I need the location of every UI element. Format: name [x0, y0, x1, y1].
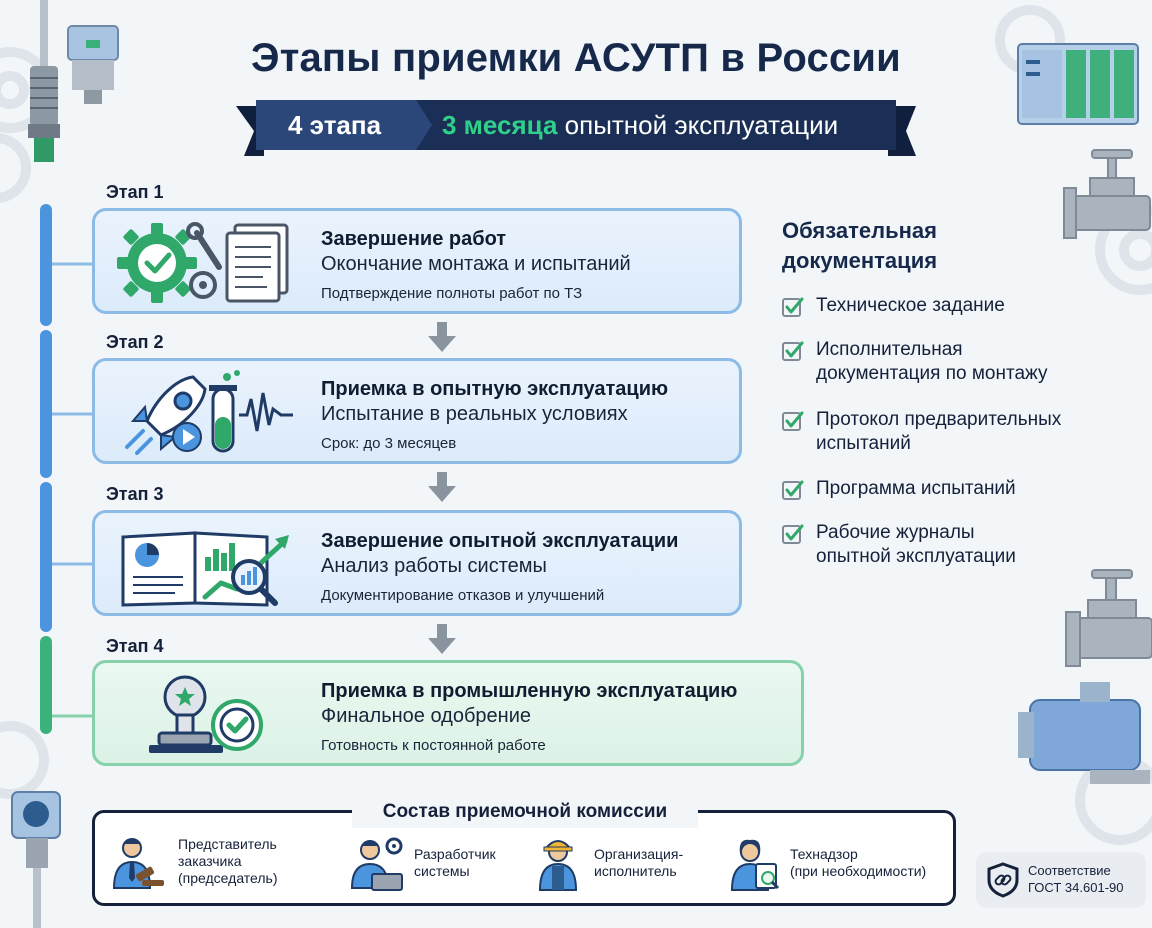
stage-2-note: Срок: до 3 месяцев — [321, 435, 457, 452]
arrow-down-icon — [428, 322, 456, 352]
stage-1-subtitle: Окончание монтажа и испытаний — [321, 253, 631, 275]
doc-item-line2: испытаний — [816, 433, 911, 454]
stage-1-note: Подтверждение полноты работ по ТЗ — [321, 285, 583, 302]
shield-link-icon — [987, 862, 1019, 898]
summary-ribbon: 4 этапа 3 месяца опытной эксплуатации — [236, 100, 916, 158]
arrow-down-icon — [428, 472, 456, 502]
gost-line2: ГОСТ 34.601-90 — [1028, 880, 1124, 895]
months-rest: опытной эксплуатации — [564, 110, 839, 140]
stage-3-label: Этап 3 — [106, 484, 164, 504]
gear-check-document-icon — [117, 222, 289, 303]
stage-4-title: Приемка в промышленную эксплуатацию — [321, 680, 738, 702]
documentation-title-line2: документация — [782, 248, 938, 273]
doc-item-line1: Протокол предварительных — [816, 409, 1062, 430]
stage-2-subtitle: Испытание в реальных условиях — [321, 403, 628, 425]
gost-line1: Соответствие — [1028, 863, 1111, 878]
stage-3-title: Завершение опытной эксплуатации — [321, 530, 679, 552]
checkbox-checked-icon — [782, 297, 804, 317]
committee-member-developer: Разработчик системы — [348, 830, 518, 894]
doc-item-line1: Исполнительная — [816, 339, 963, 360]
inspector-icon — [730, 839, 780, 891]
doc-item-line1: Рабочие журналы — [816, 522, 975, 543]
member-line1: Технадзор — [790, 846, 858, 862]
stage-4-note: Готовность к постоянной работе — [321, 737, 546, 754]
doc-item-line1: Техническое задание — [816, 295, 1005, 316]
stage-3-note: Документирование отказов и улучшений — [321, 587, 605, 604]
stage-4-subtitle: Финальное одобрение — [321, 705, 531, 727]
trial-duration: 3 месяца опытной эксплуатации — [442, 100, 838, 150]
months-highlight: 3 месяца — [442, 110, 558, 140]
documentation-title-line1: Обязательная — [782, 218, 937, 243]
stages-count: 4 этапа — [288, 110, 382, 140]
checkbox-checked-icon — [782, 341, 804, 361]
doc-item-line1: Программа испытаний — [816, 478, 1016, 499]
analytics-book-icon — [121, 531, 289, 607]
arrow-down-icon — [428, 624, 456, 654]
committee-title: Состав приемочной комиссии — [352, 796, 698, 828]
doc-item-line2: документация по монтажу — [816, 363, 1048, 384]
member-line2: системы — [414, 863, 470, 879]
stage-4-card: Приемка в промышленную эксплуатацию Фина… — [92, 660, 804, 766]
worker-icon — [538, 840, 578, 891]
member-line3: (председатель) — [178, 870, 278, 886]
stage-1-title: Завершение работ — [321, 228, 507, 250]
doc-item-line2: опытной эксплуатации — [816, 546, 1016, 567]
checkbox-checked-icon — [782, 411, 804, 431]
page-title: Этапы приемки АСУТП в России — [251, 36, 901, 80]
member-line2: исполнитель — [594, 863, 677, 879]
member-line2: заказчика — [178, 853, 242, 869]
member-line1: Разработчик — [414, 846, 496, 862]
checkbox-checked-icon — [782, 480, 804, 500]
member-line1: Представитель — [178, 836, 277, 852]
gost-badge: Соответствие ГОСТ 34.601-90 — [976, 852, 1146, 908]
member-line1: Организация- — [594, 846, 684, 862]
stamp-approval-icon — [149, 675, 263, 753]
checkbox-checked-icon — [782, 524, 804, 544]
rocket-test-tube-icon — [125, 370, 293, 455]
judge-icon — [112, 838, 164, 889]
documentation-title: Обязательная документация — [782, 216, 937, 276]
committee-member-supervision: Технадзор (при необходимости) — [728, 830, 948, 894]
stage-1-label: Этап 1 — [106, 182, 164, 202]
stage-2-card: Приемка в опытную эксплуатацию Испытание… — [92, 358, 742, 464]
stage-4-label: Этап 4 — [106, 636, 164, 656]
committee-member-contractor: Организация- исполнитель — [534, 830, 704, 894]
timeline-bar — [40, 204, 94, 734]
stage-1-card: Завершение работ Окончание монтажа и исп… — [92, 208, 742, 314]
committee-member-customer: Представитель заказчика (председатель) — [108, 830, 308, 894]
member-line2: (при необходимости) — [790, 863, 927, 879]
stage-2-label: Этап 2 — [106, 332, 164, 352]
stage-3-card: Завершение опытной эксплуатации Анализ р… — [92, 510, 742, 616]
stage-3-subtitle: Анализ работы системы — [321, 555, 547, 577]
stage-2-title: Приемка в опытную эксплуатацию — [321, 378, 669, 400]
developer-icon — [350, 837, 403, 891]
